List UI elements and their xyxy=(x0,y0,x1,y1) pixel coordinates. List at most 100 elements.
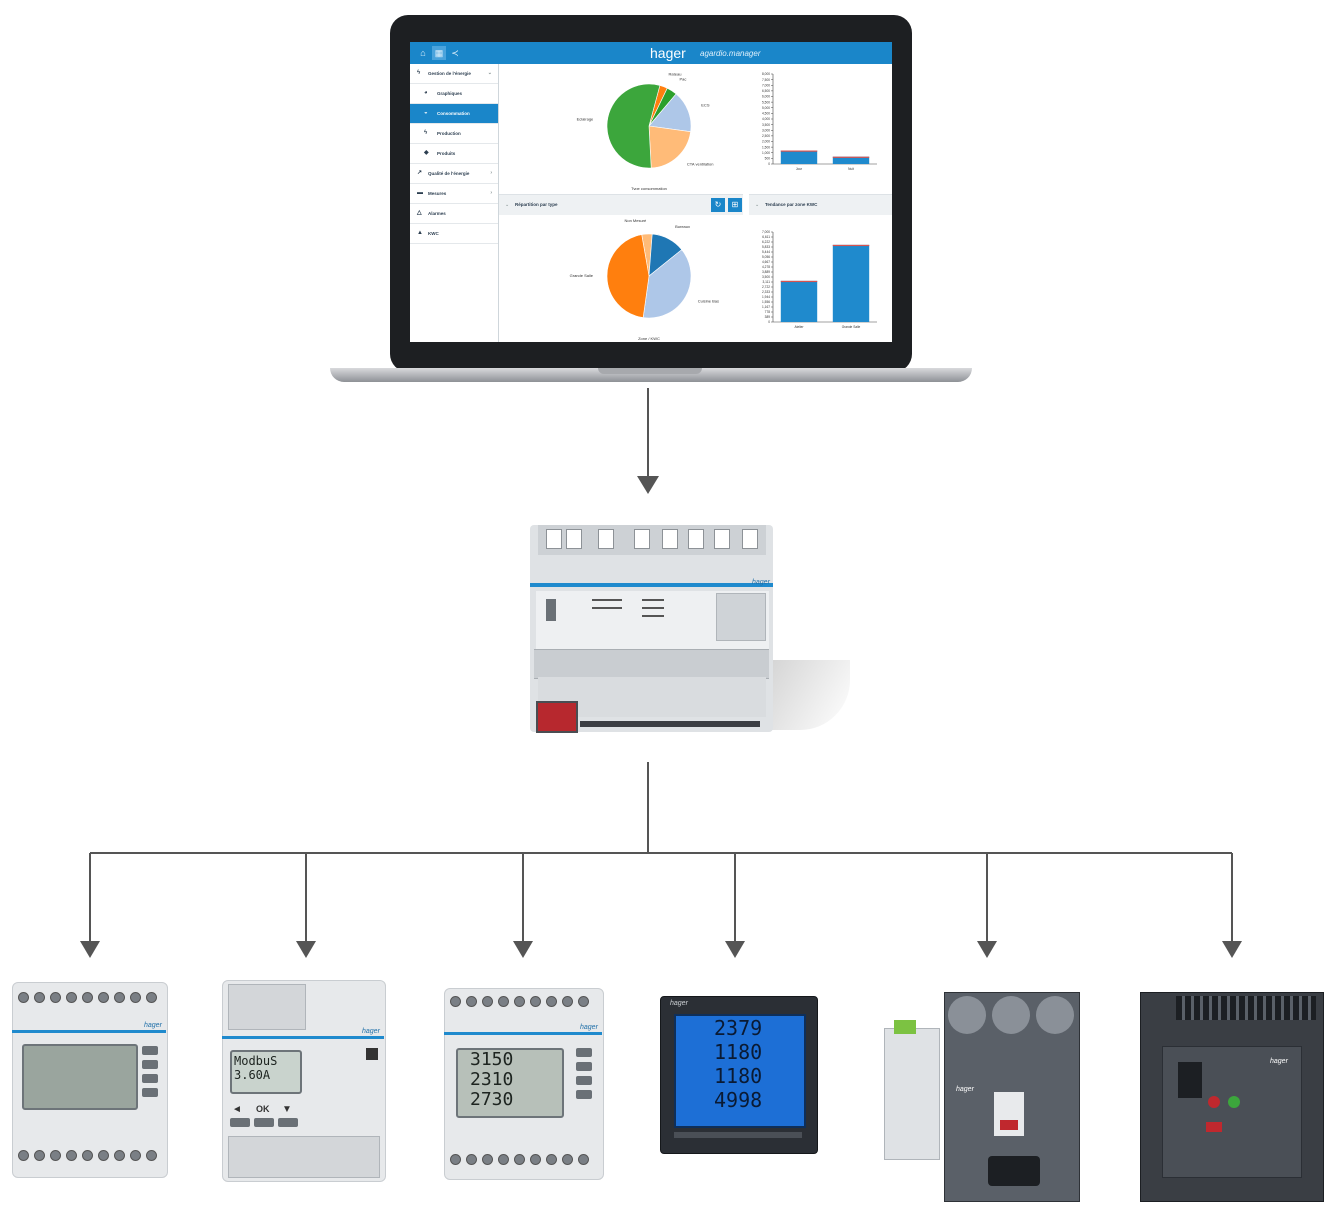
chevron-down-icon[interactable]: ⌄ xyxy=(755,202,760,208)
laptop-screen: ⌂ ▦ ≺ hager agardio.manager ϟ Gestion de… xyxy=(410,42,892,342)
key-ok[interactable]: OK xyxy=(256,1104,270,1114)
air-circuit-breaker: hager xyxy=(1140,992,1324,1202)
pie-title: Zone / KWC xyxy=(638,336,660,340)
pie-slice xyxy=(648,125,691,169)
y-tick-label: 2,000 xyxy=(762,140,770,144)
bolt-icon: ϟ xyxy=(417,70,421,76)
laptop-notch xyxy=(598,368,702,374)
key-down[interactable]: ▼ xyxy=(282,1104,292,1115)
sidebar-item-consumption[interactable]: ◒ Consommation xyxy=(410,104,498,124)
warning-icon: ▲ xyxy=(417,230,423,236)
lcd-line-4: 4998 xyxy=(714,1088,763,1112)
bar xyxy=(780,150,818,164)
dashboard-icon: ◒ xyxy=(424,110,428,116)
y-tick-label: 8,000 xyxy=(762,72,770,76)
sidebar-item-kwc[interactable]: ▲ KWC xyxy=(410,224,498,244)
y-tick-label: 389 xyxy=(765,315,771,319)
dashboard-main: ⌄ Répartition par type ↻ ⊞ ⌄ Tendance pa… xyxy=(499,64,892,342)
tag-icon: ◆ xyxy=(424,150,429,156)
chevron-down-icon[interactable]: ⌄ xyxy=(505,202,510,208)
y-tick-label: 6,222 xyxy=(762,240,770,244)
energy-meter-2-modbus: hager ModbuS 3.60A ◄ OK ▼ xyxy=(222,980,386,1182)
refresh-icon[interactable]: ↻ xyxy=(711,198,725,212)
bar-cap xyxy=(832,156,870,158)
x-tick-label: Grande Salle xyxy=(842,325,861,329)
y-tick-label: 7,500 xyxy=(762,78,770,82)
x-tick-label: Nuit xyxy=(848,167,854,171)
pie-label: CTA ventilation xyxy=(687,162,714,167)
branch-arrows xyxy=(80,853,1242,958)
y-tick-label: 0 xyxy=(768,162,770,166)
bar-chart-day-night: 05001,0001,5002,0002,5003,0003,5004,0004… xyxy=(762,72,877,171)
y-tick-label: 2,722 xyxy=(762,285,770,289)
y-tick-label: 1,556 xyxy=(762,300,770,304)
lcd-line-1: 3150 xyxy=(470,1049,514,1070)
y-tick-label: 500 xyxy=(765,157,771,161)
pie-label: Bureaux xyxy=(675,224,690,229)
y-tick-label: 4,667 xyxy=(762,260,770,264)
y-tick-label: 3,000 xyxy=(762,128,770,132)
sidebar-item-energy[interactable]: ϟ Gestion de l'énergie ⌄ xyxy=(410,64,498,84)
x-tick-label: Jour xyxy=(796,167,803,171)
bar xyxy=(832,156,870,164)
lcd-line-1: 2379 xyxy=(714,1016,763,1040)
share-icon[interactable]: ≺ xyxy=(451,48,459,58)
energy-gateway-device: hager xyxy=(530,525,773,733)
pie-label: Pac xyxy=(679,77,686,82)
app-brand: hager xyxy=(650,45,686,61)
y-tick-label: 4,000 xyxy=(762,117,770,121)
y-tick-label: 4,500 xyxy=(762,112,770,116)
y-tick-label: 3,889 xyxy=(762,270,770,274)
lcd-line-2: 1180 xyxy=(714,1040,763,1064)
export-icon[interactable]: ⊞ xyxy=(728,198,742,212)
lcd-line-2: 3.60A xyxy=(234,1068,271,1082)
y-tick-label: 3,500 xyxy=(762,123,770,127)
grid-icon[interactable]: ▦ xyxy=(432,46,446,60)
bar-cap xyxy=(780,280,818,283)
bar xyxy=(780,280,818,322)
y-tick-label: 5,000 xyxy=(762,106,770,110)
y-tick-label: 5,833 xyxy=(762,245,770,249)
y-tick-label: 6,000 xyxy=(762,95,770,99)
arrowhead-meter1 xyxy=(80,941,100,958)
bar-chart-zone-trend: 03897781,1671,5561,9442,3332,7223,1113,5… xyxy=(762,230,877,329)
panel-header-type: ⌄ Répartition par type ↻ ⊞ xyxy=(499,194,743,215)
key-left[interactable]: ◄ xyxy=(232,1104,242,1115)
moulded-case-breaker: hager xyxy=(884,992,1080,1202)
arrowhead-meter3 xyxy=(513,941,533,958)
gateway-brand: hager xyxy=(752,579,770,586)
plug-icon: ϟ xyxy=(424,130,428,136)
panel-header-zone: ⌄ Tendance par zone KWC xyxy=(749,194,892,215)
laptop-base xyxy=(330,368,972,382)
sidebar: ϟ Gestion de l'énergie ⌄ ◕ Graphiques ◒ … xyxy=(410,64,499,342)
power-icon: ↗ xyxy=(417,170,423,176)
pie-label: Rateau xyxy=(669,71,682,76)
energy-meter-1: hager xyxy=(12,982,168,1178)
y-tick-label: 5,444 xyxy=(762,250,770,254)
y-tick-label: 0 xyxy=(768,320,770,324)
bar-cap xyxy=(780,150,818,152)
sidebar-item-production[interactable]: ϟ Production xyxy=(410,124,498,144)
sidebar-item-alarms[interactable]: △ Alarmes xyxy=(410,204,498,224)
y-tick-label: 1,167 xyxy=(762,305,770,309)
gateway-port xyxy=(716,593,766,641)
sidebar-item-measures[interactable]: ▬ Mesures › xyxy=(410,184,498,204)
pie-title: Type consommation xyxy=(631,186,667,190)
pie-label: Grande Salle xyxy=(570,273,594,278)
chevron-down-icon: ⌄ xyxy=(487,70,492,76)
app-topbar: ⌂ ▦ ≺ hager agardio.manager xyxy=(410,42,892,64)
sidebar-item-quality[interactable]: ↗ Qualité de l'énergie › xyxy=(410,164,498,184)
arrowhead-breaker1 xyxy=(977,941,997,958)
y-tick-label: 6,500 xyxy=(762,89,770,93)
bell-icon: △ xyxy=(417,210,422,216)
sidebar-item-graphs[interactable]: ◕ Graphiques xyxy=(410,84,498,104)
lcd-line-3: 1180 xyxy=(714,1064,763,1088)
home-icon[interactable]: ⌂ xyxy=(420,48,426,58)
y-tick-label: 1,500 xyxy=(762,145,770,149)
y-tick-label: 778 xyxy=(765,310,771,314)
sidebar-item-products[interactable]: ◆ Produits xyxy=(410,144,498,164)
y-tick-label: 7,000 xyxy=(762,83,770,87)
arrowhead-meter4 xyxy=(725,941,745,958)
gauge-icon: ▬ xyxy=(417,190,423,196)
